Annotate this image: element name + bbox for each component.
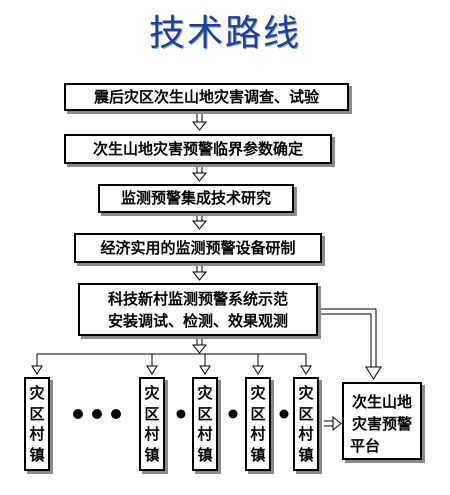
warning-platform-box: 次生山地 灾害预警 平台 [342, 382, 422, 460]
village-char: 区 [144, 404, 160, 423]
step-text-line2: 安装调试、检测、效果观测 [107, 312, 288, 330]
village-char: 镇 [250, 445, 266, 464]
branch-arrows [31, 354, 312, 375]
village-char: 村 [197, 425, 213, 444]
step-survey: 震后灾区次生山地灾害调查、试验 [64, 83, 349, 111]
step-integration: 监测预警集成技术研究 [98, 184, 294, 213]
village-char: 村 [144, 425, 160, 444]
village-char: 区 [197, 404, 213, 423]
village-box: 灾 区 村 镇 [192, 377, 218, 471]
diagram-title: 技术路线 [148, 13, 301, 54]
arrow-village-to-platform [324, 415, 342, 432]
step-text: 经济实用的监测预警设备研制 [100, 239, 296, 257]
arrow-step1-to-step2 [191, 111, 208, 131]
village-char: 镇 [298, 445, 314, 464]
village-char: 区 [29, 404, 45, 423]
village-char: 镇 [29, 445, 45, 464]
village-box: 灾 区 村 镇 [139, 377, 165, 471]
step-demonstration: 科技新村监测预警系统示范 安装调试、检测、效果观测 [78, 283, 318, 336]
step-text: 监测预警集成技术研究 [120, 189, 271, 207]
platform-line3: 平台 [350, 437, 381, 455]
village-char: 村 [298, 425, 314, 444]
step-threshold: 次生山地灾害预警临界参数确定 [64, 134, 332, 164]
village-box: 灾 区 村 镇 [245, 377, 271, 471]
village-char: 灾 [144, 384, 160, 402]
step-text: 震后灾区次生山地灾害调查、试验 [93, 88, 319, 106]
step-equipment: 经济实用的监测预警设备研制 [74, 233, 322, 263]
village-box: 灾 区 村 镇 [293, 377, 319, 471]
step-text: 次生山地灾害预警临界参数确定 [92, 140, 303, 158]
village-char: 村 [250, 425, 266, 444]
village-box: 灾 区 村 镇 [24, 377, 50, 471]
arrow-step2-to-step3 [191, 164, 208, 182]
platform-line1: 次生山地 [351, 393, 412, 411]
arrow-step3-to-step4 [191, 213, 208, 230]
village-char: 灾 [197, 384, 213, 402]
platform-line2: 灾害预警 [351, 415, 412, 433]
arrow-step4-to-step5 [191, 263, 208, 281]
step-text-line1: 科技新村监测预警系统示范 [107, 290, 288, 308]
village-char: 区 [298, 404, 314, 423]
village-char: 镇 [144, 445, 160, 464]
village-char: 村 [29, 425, 45, 444]
village-char: 灾 [29, 384, 45, 402]
village-char: 灾 [250, 384, 266, 402]
village-char: 区 [250, 404, 266, 423]
village-char: 镇 [197, 445, 213, 464]
arrow-to-platform [318, 308, 382, 380]
village-char: 灾 [298, 384, 314, 402]
ellipsis-dots [73, 409, 289, 419]
arrow-step5-down [191, 336, 208, 354]
